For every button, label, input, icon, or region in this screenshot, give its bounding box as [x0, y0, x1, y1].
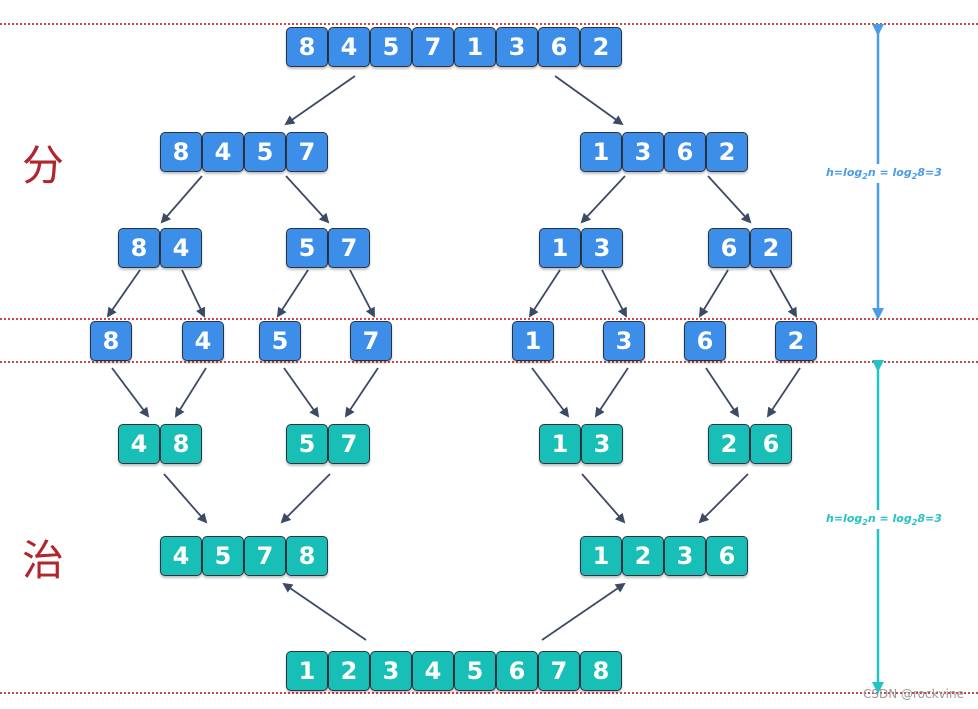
arrow-c1-c [581, 473, 626, 524]
arrow-c2-right [541, 582, 626, 641]
conquer-level2-group0-cell: 7 [244, 536, 286, 576]
divide-level0-group0-cell: 8 [286, 27, 328, 67]
conquer-level2-group1-cell: 6 [706, 536, 748, 576]
conquer-level2-group0-cell: 8 [286, 536, 328, 576]
conquer-level2-group0-cell: 4 [160, 536, 202, 576]
conquer-level3-group0-cell: 6 [496, 651, 538, 691]
conquer-level1-group3-cell: 2 [708, 424, 750, 464]
arrow-c0-g [705, 367, 740, 418]
conquer-level1-group0-cell: 8 [160, 424, 202, 464]
arrow-c0-b [174, 367, 207, 418]
divider-line-mid-upper [0, 318, 978, 320]
divide-level1-group1-cell: 6 [664, 132, 706, 172]
divide-level2-group2-cell: 1 [539, 228, 581, 268]
arrow-c0-a [111, 367, 150, 418]
conquer-level3-group0-cell: 8 [580, 651, 622, 691]
conquer-level2-group0-cell: 5 [202, 536, 244, 576]
divider-line-mid-lower [0, 361, 978, 363]
arrow-d2-e [528, 269, 561, 318]
conquer-level3-group0-cell: 3 [370, 651, 412, 691]
arrow-d2-h [769, 269, 797, 318]
divider-line-top [0, 23, 978, 25]
divide-level0-group0-cell: 6 [538, 27, 580, 67]
conquer-level3-group0-cell: 5 [454, 651, 496, 691]
divide-level0-group0-cell: 7 [412, 27, 454, 67]
divide-level1-group0-cell: 4 [202, 132, 244, 172]
arrow-c2-left [282, 582, 367, 641]
divide-level1-group0-cell: 8 [160, 132, 202, 172]
divide-level3-group2-cell: 5 [259, 321, 301, 361]
divide-level2-group2-cell: 3 [581, 228, 623, 268]
conquer-level3-group0-cell: 7 [538, 651, 580, 691]
divide-level2-group0-cell: 8 [118, 228, 160, 268]
divide-level3-group6-cell: 6 [684, 321, 726, 361]
arrow-c0-h [766, 367, 801, 418]
arrow-c1-d [698, 473, 749, 524]
divide-level3-group0-cell: 8 [90, 321, 132, 361]
conquer-label: 治 [22, 536, 65, 585]
conquer-level1-group0-cell: 4 [118, 424, 160, 464]
divide-level1-group1-cell: 1 [580, 132, 622, 172]
divide-level3-group3-cell: 7 [350, 321, 392, 361]
divide-level1-group1-cell: 3 [622, 132, 664, 172]
arrow-d2-b [181, 269, 206, 318]
arrow-c0-e [531, 367, 570, 418]
divide-level2-group1-cell: 5 [286, 228, 328, 268]
height-formula-divide: h=log2n = log28=3 [826, 164, 942, 184]
conquer-level2-group1-cell: 3 [664, 536, 706, 576]
divide-level3-group4-cell: 1 [512, 321, 554, 361]
arrow-c0-d [344, 367, 379, 418]
arrow-d1-c [580, 175, 626, 224]
arrow-d2-a [106, 269, 141, 318]
divide-label: 分 [22, 141, 65, 190]
arrow-d1-b [285, 175, 330, 224]
arrow-d2-d [349, 269, 375, 318]
divide-level0-group0-cell: 4 [328, 27, 370, 67]
divide-level2-group3-cell: 2 [750, 228, 792, 268]
arrow-d0-right [554, 75, 624, 126]
arrow-d1-a [160, 175, 203, 224]
divide-level3-group7-cell: 2 [775, 321, 817, 361]
conquer-level2-group1-cell: 2 [622, 536, 664, 576]
conquer-level3-group0-cell: 2 [328, 651, 370, 691]
conquer-level3-group0-cell: 1 [286, 651, 328, 691]
arrow-d2-c [276, 269, 309, 318]
divide-level0-group0-cell: 3 [496, 27, 538, 67]
divide-level1-group0-cell: 5 [244, 132, 286, 172]
divide-level1-group1-cell: 2 [706, 132, 748, 172]
arrow-d0-left [284, 75, 356, 126]
divide-level2-group0-cell: 4 [160, 228, 202, 268]
conquer-level1-group2-cell: 1 [539, 424, 581, 464]
divider-line-bottom [0, 692, 978, 694]
conquer-level3-group0-cell: 4 [412, 651, 454, 691]
divide-level3-group5-cell: 3 [603, 321, 645, 361]
divide-level3-group1-cell: 4 [182, 321, 224, 361]
conquer-level1-group1-cell: 5 [286, 424, 328, 464]
arrow-d2-g [698, 269, 729, 318]
conquer-level1-group2-cell: 3 [581, 424, 623, 464]
divide-level0-group0-cell: 5 [370, 27, 412, 67]
divide-level2-group3-cell: 6 [708, 228, 750, 268]
arrow-d2-f [601, 269, 627, 318]
arrow-d1-d [707, 175, 752, 224]
height-formula-conquer: h=log2n = log28=3 [826, 510, 942, 530]
watermark: CSDN @rockvine [862, 687, 964, 701]
conquer-level2-group1-cell: 1 [580, 536, 622, 576]
divide-level2-group1-cell: 7 [328, 228, 370, 268]
arrow-c0-c [283, 367, 320, 418]
arrow-c0-f [594, 367, 629, 418]
divide-level0-group0-cell: 2 [580, 27, 622, 67]
divide-level0-group0-cell: 1 [454, 27, 496, 67]
conquer-level1-group3-cell: 6 [750, 424, 792, 464]
arrow-c1-a [163, 473, 208, 524]
conquer-level1-group1-cell: 7 [328, 424, 370, 464]
divide-level1-group0-cell: 7 [286, 132, 328, 172]
arrow-c1-b [280, 473, 331, 524]
